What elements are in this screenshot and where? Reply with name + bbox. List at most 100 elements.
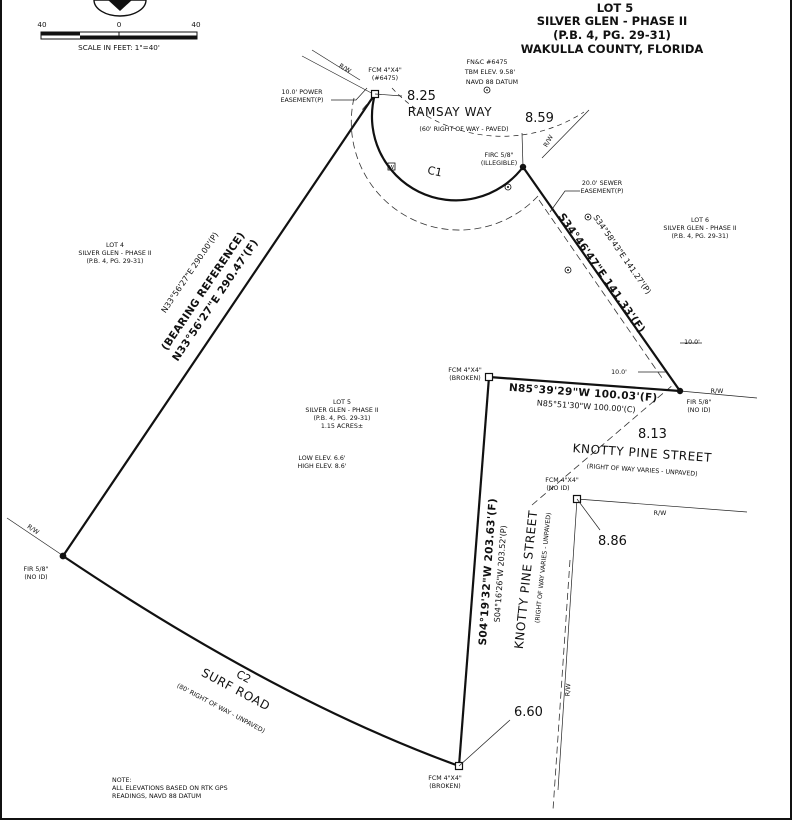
rw-line-ramsay-ne [541, 109, 590, 159]
lot4-line-2: SILVER GLEN - PHASE II [78, 250, 151, 257]
rw-label-6: R/W [26, 523, 41, 536]
benchmark-symbol-icon [483, 86, 491, 94]
benchmark-line-2: TBM ELEV. 9.58' [464, 69, 516, 76]
street-knotty-v-name: KNOTTY PINE STREET [512, 509, 541, 649]
lot5-line-1: LOT 5 [333, 399, 351, 406]
lot5-line-4: 1.15 ACRES± [321, 423, 363, 430]
fcm-top-line-1: FCM 4"X4" [368, 67, 402, 74]
lot6-line-2: SILVER GLEN - PHASE II [663, 225, 736, 232]
sewer-cleanout-icon [564, 266, 572, 274]
curve-c2 [62, 555, 460, 768]
benchmark-line-3: NAVD 88 DATUM [466, 79, 518, 86]
power-easement-line-1: 10.0' POWER [281, 89, 323, 96]
lot4-line-3: (P.B. 4, PG. 29-31) [86, 258, 143, 265]
sewer-easement-line [538, 199, 663, 379]
meter-box-icon: W [387, 162, 396, 171]
title-line-2: SILVER GLEN - PHASE II [537, 14, 688, 28]
elev-859: 8.59 [525, 111, 554, 126]
scale-tick-right: 40 [191, 20, 201, 29]
dim-label-2: 10.0' [611, 369, 627, 376]
fir-right-line-1: FIR 5/8" [687, 399, 712, 406]
street-knotty-h-row: (RIGHT OF WAY VARIES - UNPAVED) [586, 463, 697, 478]
street-knotty-h-name: KNOTTY PINE STREET [572, 441, 712, 465]
curve-c1 [370, 93, 524, 202]
elev-813: 8.13 [638, 427, 667, 442]
rw-line-ramsay-nw-2 [311, 49, 361, 81]
rw-label-3: R/W [711, 388, 724, 395]
fir-left-line-2: (NO ID) [24, 574, 47, 581]
bearing-west-field: N33°56'27"E 290.47'(F) [170, 237, 261, 364]
firc-line-2: (ILLEGIBLE) [481, 160, 517, 167]
scale-tick-left: 40 [37, 20, 47, 29]
rw-label-4: R/W [654, 510, 667, 517]
curve-c2-label: C2 [234, 668, 253, 686]
boundary-north-interior [488, 375, 681, 393]
boundary-northeast [522, 166, 681, 392]
lot4-line-1: LOT 4 [106, 242, 124, 249]
sewer-easement-line-2 [531, 383, 675, 506]
street-ramsay-row: (60' RIGHT OF WAY - PAVED) [419, 126, 508, 133]
note-line-2: ALL ELEVATIONS BASED ON RTK GPS [112, 785, 228, 792]
sewer-easement-line-2-label: EASEMENT(P) [581, 188, 624, 195]
rw-line-knotty-h-south [576, 498, 748, 513]
rw-line-ramsay-nw [301, 55, 378, 97]
north-arrow-icon [93, 0, 147, 17]
boundary-east-interior [457, 376, 491, 767]
elev-825: 8.25 [407, 89, 436, 104]
fcm-bottom-line-1: FCM 4"X4" [428, 775, 462, 782]
fcm-mid-line-2: (BROKEN) [449, 375, 480, 382]
lot5-line-3: (P.B. 4, PG. 29-31) [313, 415, 370, 422]
lot5-line-2: SILVER GLEN - PHASE II [305, 407, 378, 414]
elev-660: 6.60 [514, 705, 543, 720]
dim-label-1: 10.0' [684, 339, 700, 346]
leader-859 [521, 132, 524, 168]
street-ramsay-name: RAMSAY WAY [408, 105, 493, 119]
leader-660 [458, 719, 511, 767]
sewer-manhole-icon [584, 213, 592, 221]
rw-line-knotty-v-2 [552, 559, 571, 811]
fir-right-line-2: (NO ID) [687, 407, 710, 414]
leader-sewer-easement [549, 190, 580, 213]
leader-825 [374, 93, 403, 97]
rw-label-1: R/W [337, 62, 352, 75]
fcm-mid-icon [484, 372, 494, 382]
curve-c1-label: C1 [426, 164, 443, 180]
rw-line-knotty-v [557, 498, 578, 791]
leader-power-easement [331, 87, 368, 101]
fcm-right-line-1: FCM 4"X4" [545, 477, 579, 484]
fir-right-icon [676, 387, 684, 395]
sewer-easement-line-1-label: 20.0' SEWER [582, 180, 623, 187]
low-elevation: LOW ELEV. 6.6' [298, 455, 345, 462]
fcm-right-line-2: (NO ID) [546, 485, 569, 492]
bearing-ne-plat: S34°58'43"E 141.27'(P) [591, 213, 652, 295]
note-line-1: NOTE: [112, 777, 132, 784]
title-line-4: WAKULLA COUNTY, FLORIDA [521, 42, 704, 56]
benchmark-line-1: FN&C #6475 [467, 59, 508, 66]
fcm-mid-line-1: FCM 4"X4" [448, 367, 482, 374]
fir-left-icon [59, 552, 67, 560]
high-elevation: HIGH ELEV. 8.6' [298, 463, 347, 470]
title-line-3: (P.B. 4, PG. 29-31) [553, 28, 671, 42]
rw-line-surf-west [6, 517, 63, 556]
scale-bar: 40 0 40 SCALE IN FEET: 1"=40' [37, 20, 201, 52]
title-line-1: LOT 5 [597, 1, 634, 15]
ramsay-curb-line [391, 87, 585, 137]
boundary-west [62, 93, 376, 557]
rw-line-knotty-h-east [679, 390, 758, 399]
rw-label-5: R/W [565, 683, 573, 697]
title-block: LOT 5 SILVER GLEN - PHASE II (P.B. 4, PG… [521, 1, 704, 56]
benchmark-note: FN&C #6475 TBM ELEV. 9.58' NAVD 88 DATUM [464, 59, 518, 94]
power-easement-line-2: EASEMENT(P) [281, 97, 324, 104]
elev-886: 8.86 [598, 534, 627, 549]
firc-line-1: FIRC 5/8" [485, 152, 514, 159]
leader-886 [576, 498, 601, 531]
lot6-line-1: LOT 6 [691, 217, 709, 224]
scale-caption: SCALE IN FEET: 1"=40' [78, 43, 160, 52]
scale-tick-mid: 0 [117, 20, 122, 29]
utility-circle-icon [504, 183, 512, 191]
svg-text:W: W [389, 165, 394, 171]
lot6-line-3: (P.B. 4, PG. 29-31) [671, 233, 728, 240]
fir-left-line-1: FIR 5/8" [24, 566, 49, 573]
